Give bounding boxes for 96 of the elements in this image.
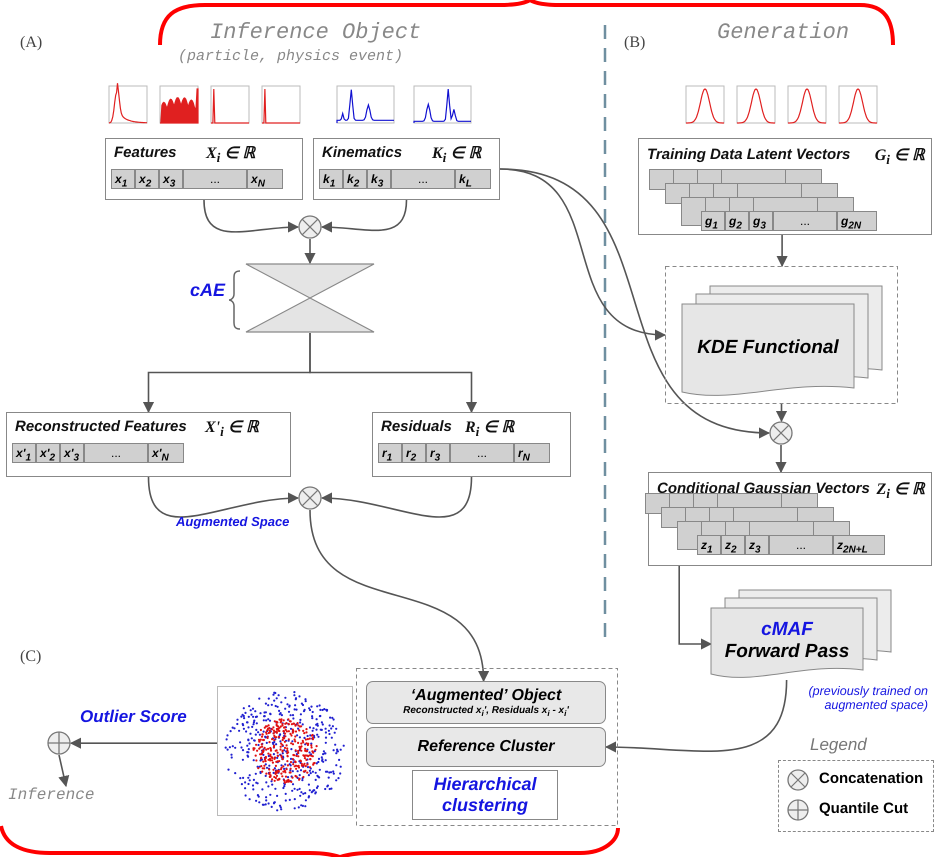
vector-box <box>648 472 932 566</box>
arrow <box>309 333 478 414</box>
vector-cell: r$_{2}$ <box>402 443 426 463</box>
node-caption: Augmented Space <box>176 514 290 529</box>
vector-cell: x'$_{2}$ <box>36 443 60 463</box>
vector-cell: x$_{1}$ <box>111 169 135 189</box>
vector-cell: ... <box>183 169 247 189</box>
concatenation-symbol <box>298 215 322 239</box>
box-title: Conditional Gaussian Vectors <box>657 480 870 497</box>
arrow <box>678 566 712 650</box>
arrow <box>203 200 300 233</box>
box-title: Reconstructed Features <box>15 418 187 435</box>
vector-box <box>638 138 932 235</box>
formula: X$_{i}$ ∈ ℝ <box>206 144 256 166</box>
arrow <box>58 754 70 788</box>
dashed-group-box <box>665 266 898 404</box>
box-title: Training Data Latent Vectors <box>647 146 850 163</box>
vector-box <box>105 138 303 200</box>
formula: G$_{i}$ ∈ ℝ <box>874 146 925 168</box>
vector-cell: g$_{3}$ <box>749 211 773 231</box>
arrow <box>320 476 472 518</box>
arrow <box>70 738 217 749</box>
vector-cell: x'$_{N}$ <box>148 443 184 463</box>
node-label: Forward Pass <box>724 641 850 663</box>
arrow <box>320 200 408 233</box>
vector-cell: r$_{N}$ <box>514 443 550 463</box>
node-label: KDE Functional <box>697 337 839 359</box>
concatenation-symbol <box>769 421 793 445</box>
box-title: Residuals <box>381 418 452 435</box>
text-label: (particle, physics event) <box>178 48 404 65</box>
process-box <box>412 770 558 820</box>
text-label: (A) <box>20 34 42 52</box>
vector-cell: k$_{2}$ <box>343 169 367 189</box>
arrow <box>309 510 488 682</box>
formula: Z$_{i}$ ∈ ℝ <box>876 480 925 502</box>
vector-cell: r$_{3}$ <box>426 443 450 463</box>
vector-cell: x$_{2}$ <box>135 169 159 189</box>
box-title: Reference Cluster <box>418 738 554 756</box>
arrow <box>604 680 788 753</box>
arrow <box>775 445 787 474</box>
text-label: Inference Object <box>210 20 422 45</box>
legend-label: Concatenation <box>819 770 924 787</box>
vector-cell: x'$_{3}$ <box>60 443 84 463</box>
rounded-box <box>366 681 606 724</box>
vector-cell: x$_{3}$ <box>159 169 183 189</box>
vector-cell: ... <box>450 443 514 463</box>
box-title: Features <box>114 144 177 161</box>
concatenation-symbol <box>298 486 322 510</box>
vector-cell: z$_{2N+L}$ <box>833 535 885 555</box>
text-label: (C) <box>20 648 42 666</box>
box-subtitle: Reconstructed x$_{i}$', Residuals x$_{i}$ - x$_{i}$' <box>403 705 569 718</box>
vector-cell: r$_{1}$ <box>378 443 402 463</box>
text-label: Legend <box>810 735 867 755</box>
formula: X'$_{i}$ ∈ ℝ <box>205 418 259 440</box>
formula: R$_{i}$ ∈ ℝ <box>465 418 514 440</box>
formula: K$_{i}$ ∈ ℝ <box>432 144 482 166</box>
dashed-group-box <box>356 668 618 826</box>
vector-cell: z$_{3}$ <box>745 535 769 555</box>
vector-cell: k$_{L}$ <box>455 169 491 189</box>
vector-box <box>372 412 571 477</box>
vector-cell: z$_{2}$ <box>721 535 745 555</box>
document-stack <box>711 590 891 680</box>
vector-cell: g$_{1}$ <box>701 211 725 231</box>
node-caption: cAE <box>190 280 226 301</box>
vector-cell: ... <box>773 211 837 231</box>
vector-cell: k$_{1}$ <box>319 169 343 189</box>
text-label: Generation <box>717 20 850 45</box>
arrow <box>500 168 770 438</box>
document-stack <box>682 286 882 398</box>
vector-cell: ... <box>769 535 833 555</box>
vector-cell: ... <box>391 169 455 189</box>
scatter-plot-drawing <box>217 686 353 816</box>
autoencoder-hourglass <box>245 263 375 333</box>
legend-label: Quantile Cut <box>819 800 908 817</box>
vector-cell: x'$_{1}$ <box>12 443 36 463</box>
rounded-box <box>366 727 606 767</box>
box-title: ‘Augmented’ Object <box>410 687 562 705</box>
box-title: Kinematics <box>322 144 402 161</box>
vector-cell: z$_{1}$ <box>697 535 721 555</box>
vector-cell: ... <box>84 443 148 463</box>
node-caption: (previously trained on augmented space) <box>807 684 928 712</box>
vector-cell: g$_{2N}$ <box>837 211 877 231</box>
box-title: Hierarchical clustering <box>432 774 538 816</box>
node-label: cMAF <box>761 619 813 641</box>
vector-box <box>6 412 291 477</box>
vector-cell: g$_{2}$ <box>725 211 749 231</box>
arrow <box>776 404 788 422</box>
quantile-cut-symbol <box>47 731 71 755</box>
vector-cell: x$_{N}$ <box>247 169 283 189</box>
arrow <box>776 235 788 268</box>
arrow <box>148 476 300 518</box>
output-label: Inference <box>8 786 124 812</box>
arrow <box>304 239 316 264</box>
vector-box <box>313 138 500 200</box>
text-label: (B) <box>624 34 646 52</box>
vector-cell: k$_{3}$ <box>367 169 391 189</box>
